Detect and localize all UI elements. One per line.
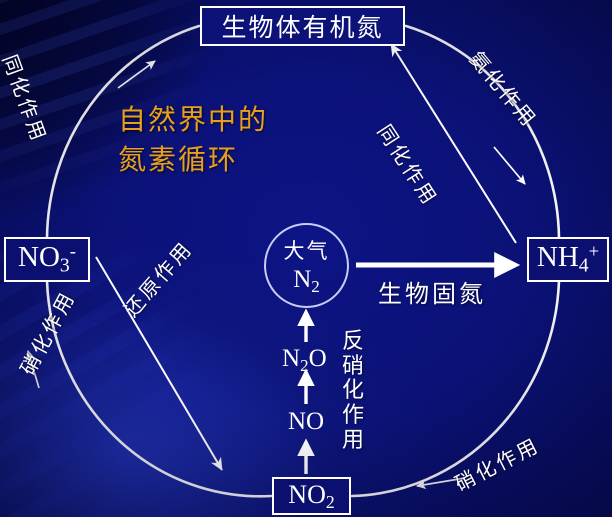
diagram-title: 自然界中的 氮素循环 xyxy=(118,103,269,176)
node-ammonium: NH4+ xyxy=(527,237,609,282)
ammonium-formula-base: NH xyxy=(536,241,579,274)
node-nitrite-label: NO2 xyxy=(288,480,334,513)
nitrate-formula-base: NO xyxy=(18,241,60,274)
atmosphere-label: 大气 xyxy=(283,238,330,263)
node-nitrous-oxide: N2O xyxy=(282,345,327,376)
n2o-formula-base: N xyxy=(282,345,301,372)
node-nitrate-label: NO3- xyxy=(18,241,76,278)
nitrite-formula-subscript: 2 xyxy=(325,491,335,512)
node-nitrate: NO3- xyxy=(4,237,90,282)
ammonium-formula-subscript: 4 xyxy=(578,254,589,277)
nitrate-formula-subscript: 3 xyxy=(59,254,70,277)
node-nitric-oxide: NO xyxy=(288,408,324,436)
nitrite-formula-base: NO xyxy=(288,479,326,509)
node-organic-nitrogen: 生物体有机氮 xyxy=(200,6,405,46)
label-denitrification: 反硝化作用 xyxy=(342,329,365,453)
atmosphere-species-label: N2 xyxy=(293,266,320,297)
n2-formula-base: N xyxy=(293,265,312,293)
n2o-formula-tail: O xyxy=(308,345,327,372)
node-organic-nitrogen-label: 生物体有机氮 xyxy=(221,13,384,42)
n2o-formula-subscript: 2 xyxy=(300,355,309,375)
node-atmospheric-nitrogen: 大气 N2 xyxy=(264,223,349,308)
node-nitrite: NO2 xyxy=(272,477,351,515)
nitrate-formula-charge: - xyxy=(69,241,76,263)
no-formula: NO xyxy=(288,408,325,435)
n2-formula-subscript: 2 xyxy=(311,276,320,296)
node-ammonium-label: NH4+ xyxy=(537,241,599,278)
ammonium-formula-charge: + xyxy=(588,241,600,263)
label-biological-fixation: 生物固氮 xyxy=(378,280,486,308)
